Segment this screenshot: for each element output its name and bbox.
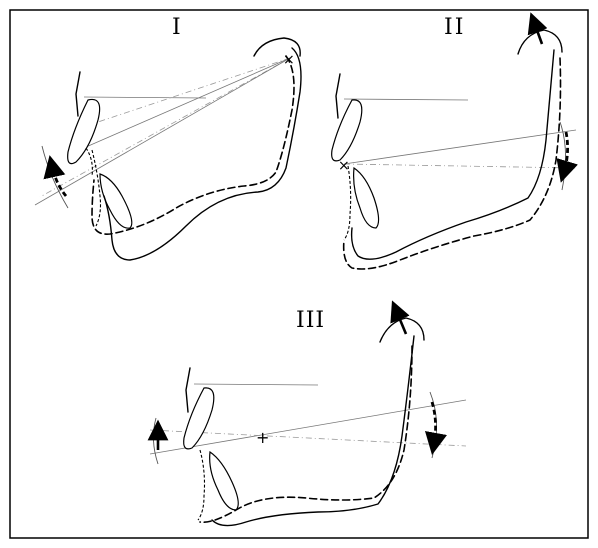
figure-border <box>10 10 588 538</box>
panel-iii-label: III <box>296 308 325 333</box>
panel-ii-label: II <box>444 15 465 40</box>
panel-i-label: I <box>172 15 183 40</box>
panel-iii-center-marker: + <box>256 428 269 447</box>
